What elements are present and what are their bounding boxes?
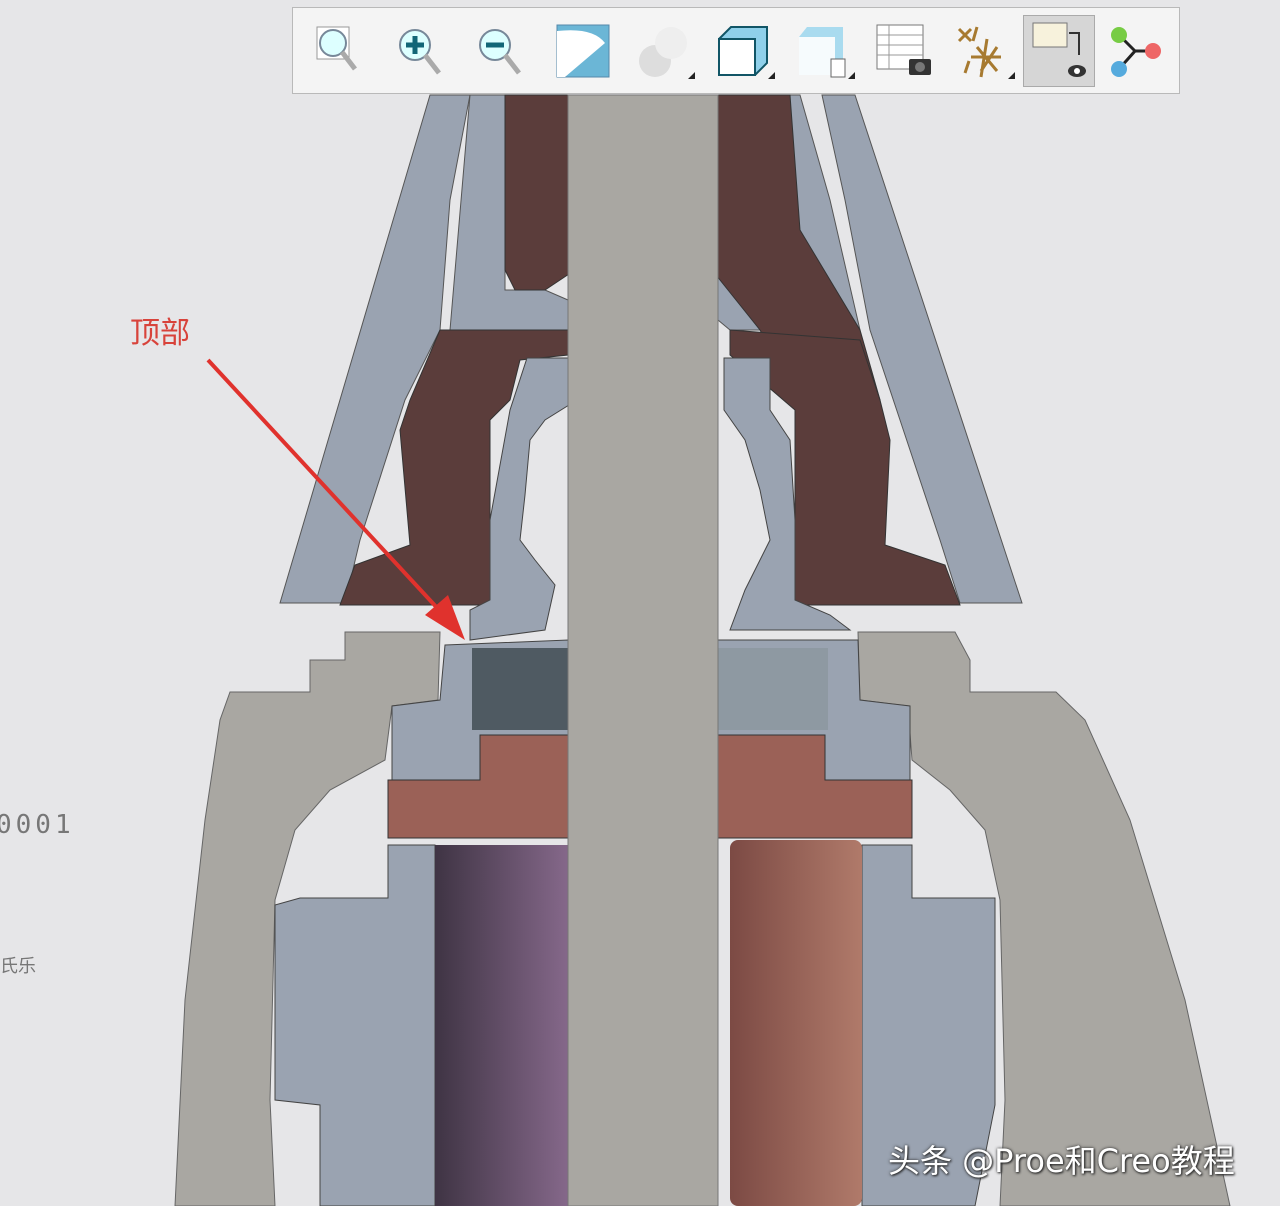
saved-orientations-icon [718, 25, 768, 76]
datum-display-button[interactable] [943, 15, 1023, 87]
bell-housing-left [279, 94, 471, 604]
datum-display-icon [957, 26, 1001, 77]
saved-orientations-button[interactable] [703, 15, 783, 87]
table-snapshot-icon [876, 24, 931, 75]
dropdown-arrow-icon [768, 71, 775, 79]
watermark: 头条 @Proe和Creo教程 [888, 1142, 1235, 1180]
side-text-chars: 氏乐 [0, 956, 36, 977]
stator-left [274, 844, 436, 1206]
view-toolbar [292, 7, 1180, 94]
annotation-arrow [206, 358, 454, 626]
zoom-out-icon [479, 28, 521, 75]
dropdown-arrow-icon [688, 71, 695, 79]
dropdown-arrow-icon [1008, 71, 1015, 79]
table-snapshot-button[interactable] [863, 15, 943, 87]
zoom-in-icon [399, 28, 441, 75]
refit-button[interactable] [543, 15, 623, 87]
view-manager-icon [799, 26, 846, 77]
annotation-display-button[interactable] [1023, 14, 1095, 87]
zoom-fit-icon [316, 26, 357, 71]
bushing-right [723, 357, 852, 631]
arrow-head [425, 595, 465, 640]
spin-center-button[interactable] [1095, 15, 1175, 87]
zoom-out-button[interactable] [463, 15, 543, 87]
dropdown-arrow-icon [848, 71, 855, 79]
display-style-button[interactable] [623, 15, 703, 87]
annotation-display-icon [1032, 22, 1086, 77]
magnet-left [435, 845, 568, 1206]
zoom-fit-button[interactable] [303, 15, 383, 87]
stator-right [861, 844, 996, 1206]
base-housing-left [174, 631, 441, 1206]
zoom-in-button[interactable] [383, 15, 463, 87]
bearing-right [718, 648, 828, 730]
bushing-left [469, 357, 578, 641]
view-manager-button[interactable] [783, 15, 863, 87]
magnet-right [730, 840, 862, 1206]
refit-view-icon [556, 24, 610, 77]
bearing-left [472, 648, 568, 730]
side-text-number: 0001 [0, 810, 75, 840]
display-style-icon [639, 26, 687, 77]
spin-center-icon [1111, 26, 1161, 77]
annotation-label-top: 顶部 [130, 316, 190, 351]
bell-housing-right [821, 94, 1023, 604]
base-housing-right [857, 631, 1231, 1206]
central-shaft [567, 94, 719, 1206]
